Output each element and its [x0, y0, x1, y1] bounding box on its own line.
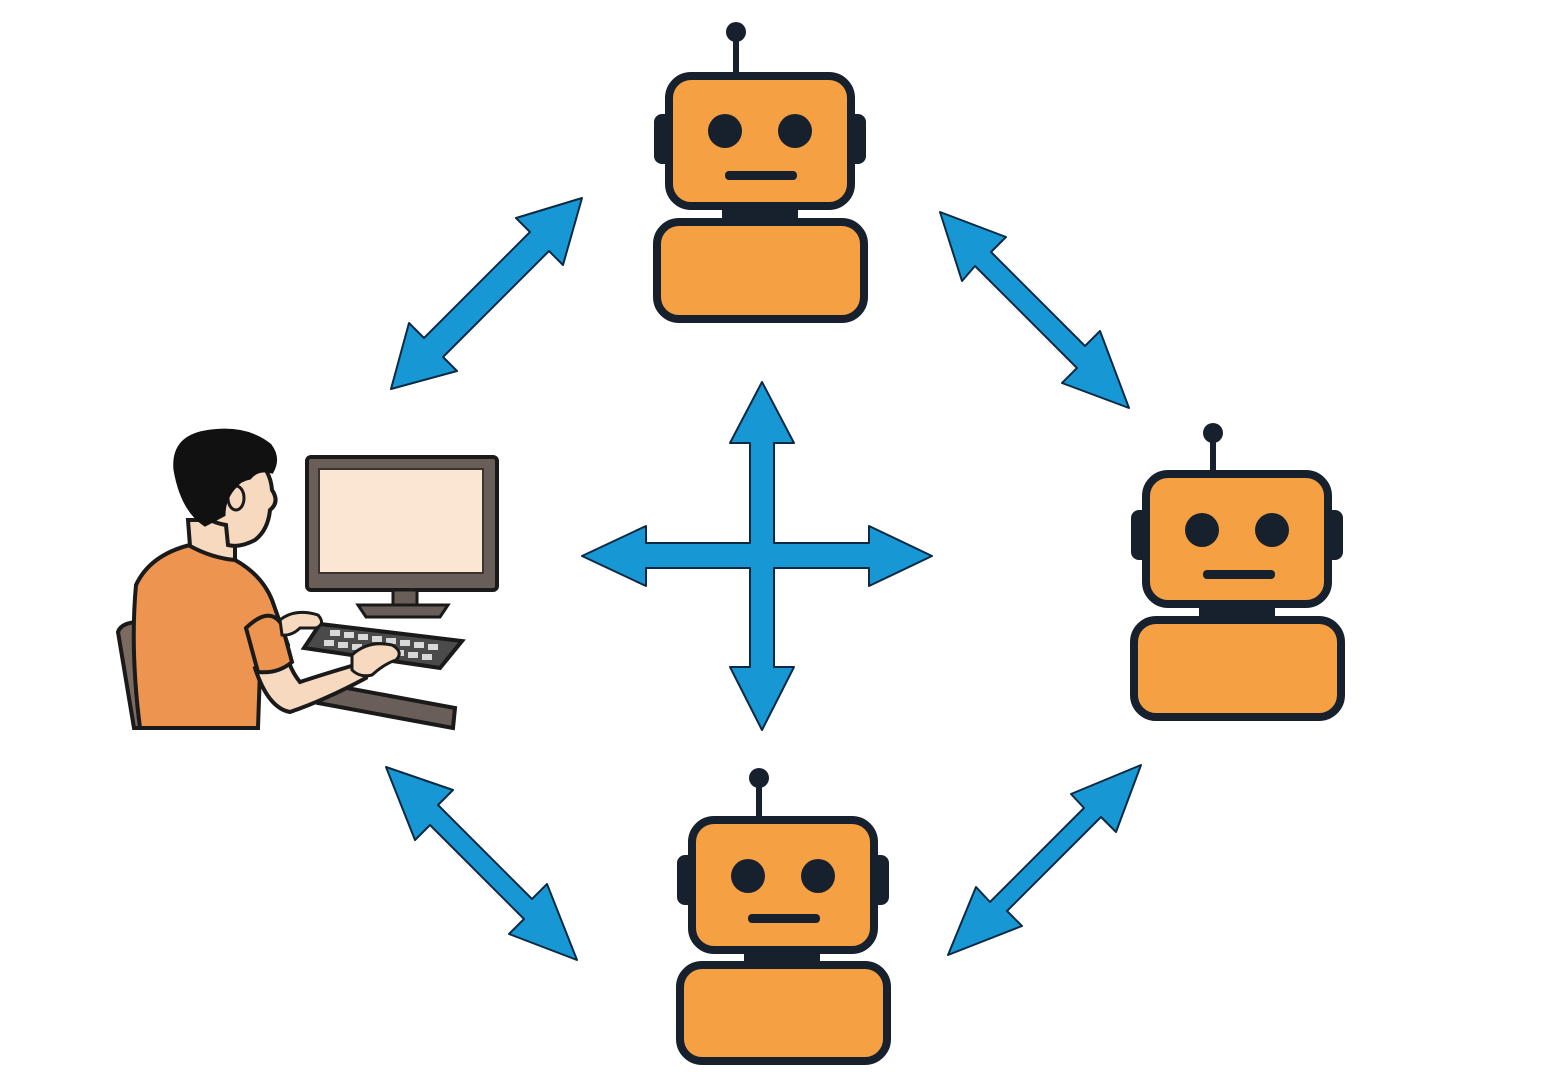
- double-arrow-human-robot-top: [390, 197, 583, 390]
- hand-right: [350, 642, 401, 678]
- double-arrow-robot-top-robot-right: [939, 211, 1130, 409]
- double-arrow-robot-bottom-human: [385, 766, 578, 961]
- hand-left: [278, 610, 323, 637]
- four-way-arrow-icon: [581, 381, 933, 731]
- hair: [173, 428, 277, 527]
- robot-icon: [676, 768, 891, 1065]
- double-arrow-robot-right-robot-bottom: [947, 764, 1142, 956]
- robot-icon: [1130, 423, 1345, 721]
- monitor-base: [355, 603, 451, 619]
- robot-icon: [653, 22, 868, 323]
- monitor-screen: [318, 468, 484, 574]
- neck: [185, 518, 237, 563]
- person-at-computer-icon: [115, 428, 499, 731]
- shirt: [131, 542, 291, 730]
